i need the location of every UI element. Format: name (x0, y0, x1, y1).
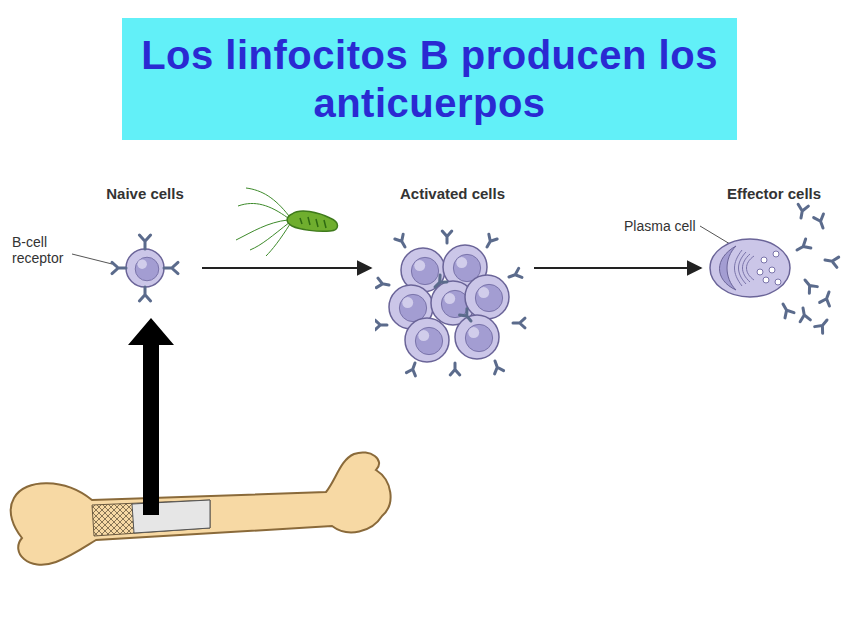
cell-illustration (92, 185, 198, 310)
plasma-cell (710, 239, 790, 297)
nucleus (720, 246, 737, 290)
callout-label: Plasma cell (624, 218, 696, 234)
b-cell (405, 318, 449, 362)
vesicle (763, 277, 769, 283)
stage-arrow (202, 267, 371, 269)
antibody (460, 309, 475, 324)
antibody (164, 262, 178, 273)
antibody (513, 318, 525, 328)
antibody (139, 235, 150, 249)
nucleus (399, 294, 426, 321)
highlight (418, 330, 429, 341)
cell-illustration (375, 185, 530, 380)
antibody (450, 363, 460, 375)
cell-stage: Naive cells (92, 185, 198, 310)
vesicle (757, 269, 763, 275)
highlight (478, 287, 489, 298)
highlight (414, 260, 425, 271)
highlight (444, 293, 455, 304)
title-banner: Los linfocitos B producen los anticuerpo… (122, 18, 737, 140)
antibody (801, 277, 817, 294)
title: Los linfocitos B producen los anticuerpo… (132, 31, 727, 127)
stage-heading: Effector cells (705, 185, 843, 202)
antibody (112, 262, 126, 273)
nucleus (415, 327, 442, 354)
antibody (798, 307, 810, 322)
stage-heading: Naive cells (92, 185, 198, 202)
antibody (824, 255, 839, 267)
callout-label: B-cell receptor (12, 234, 72, 266)
nucleus (411, 257, 438, 284)
vesicle (775, 279, 781, 285)
femur-bone (11, 452, 391, 564)
antibody (490, 359, 503, 374)
b-cell (126, 249, 164, 287)
bacterium (236, 188, 338, 256)
antibody (778, 301, 794, 317)
cell-illustration (705, 185, 843, 335)
antibody (507, 268, 522, 281)
nucleus (465, 324, 492, 351)
stage-heading: Activated cells (375, 185, 530, 202)
b-cell (465, 275, 509, 319)
antibody (815, 317, 831, 334)
antibody (139, 287, 150, 301)
highlight (468, 327, 479, 338)
antibody (395, 234, 409, 249)
cell-stage: Effector cells (705, 185, 843, 335)
nucleus (475, 284, 502, 311)
b-cell (455, 315, 499, 359)
stage-arrow (534, 267, 701, 269)
highlight (137, 259, 147, 269)
antibody (814, 214, 828, 230)
vesicle (769, 267, 775, 273)
antibody (375, 320, 387, 330)
origin-arrow (128, 318, 174, 515)
highlight (402, 297, 413, 308)
antibody (794, 239, 810, 255)
vesicle (761, 257, 767, 263)
antibody (820, 290, 834, 306)
antibody (432, 275, 447, 290)
highlight (456, 257, 467, 268)
antibody (796, 204, 808, 219)
nucleus (135, 257, 159, 281)
antibody (442, 231, 452, 243)
cell-stage: Activated cells (375, 185, 530, 380)
antibody (483, 234, 497, 249)
leader-line (700, 226, 730, 244)
vesicle (773, 251, 779, 257)
endoplasmic-reticulum (747, 256, 755, 280)
antibody (406, 361, 419, 376)
antibody (376, 278, 389, 290)
